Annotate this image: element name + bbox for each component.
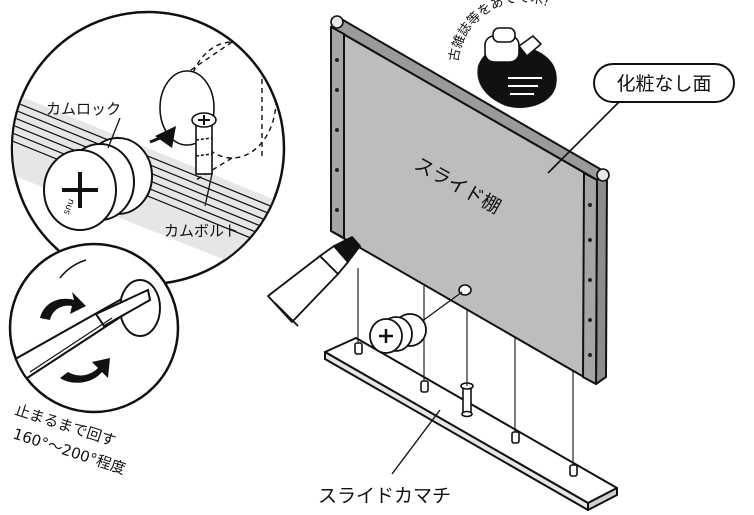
no-finish-face-callout: 化粧なし面 bbox=[547, 63, 735, 174]
slide-shelf-panel bbox=[330, 19, 608, 385]
slide-rail bbox=[324, 337, 618, 511]
panel-end-caps bbox=[330, 15, 610, 182]
fist-icon bbox=[484, 27, 543, 63]
rail-leader bbox=[391, 409, 441, 475]
cam-bolt-label: カムボルト bbox=[164, 222, 239, 240]
alignment-lines bbox=[357, 268, 574, 465]
knuckle-lines bbox=[508, 77, 542, 95]
no-finish-face-label: 化粧なし面 bbox=[616, 73, 711, 95]
cam-lock-zoom: snu カムロック カムボルト bbox=[10, 10, 286, 286]
cam-bolt-upright bbox=[460, 382, 474, 418]
cam-lock-label: カムロック bbox=[46, 100, 121, 118]
glue-bottle bbox=[267, 236, 361, 327]
panel-holes bbox=[335, 58, 592, 357]
screwdriver-zoom bbox=[8, 242, 180, 414]
cam-lock-small bbox=[369, 291, 463, 354]
zoom-connector bbox=[59, 259, 87, 279]
rotate-arrow-icon bbox=[40, 292, 110, 383]
slide-rail-label: スライドカマチ bbox=[318, 485, 451, 507]
